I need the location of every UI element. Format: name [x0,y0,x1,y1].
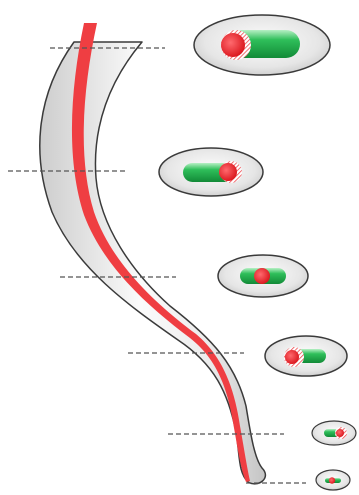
section-lines [8,47,306,484]
cross-section-level-2 [158,147,264,197]
cross-section-level-4 [264,335,348,377]
cross-section-level-1 [193,14,331,76]
cross-section-level-6 [315,469,351,491]
tapered-body [39,41,267,485]
cross-section-level-5 [311,420,357,446]
cross-section-level-3 [217,254,309,298]
red-band [71,23,250,482]
